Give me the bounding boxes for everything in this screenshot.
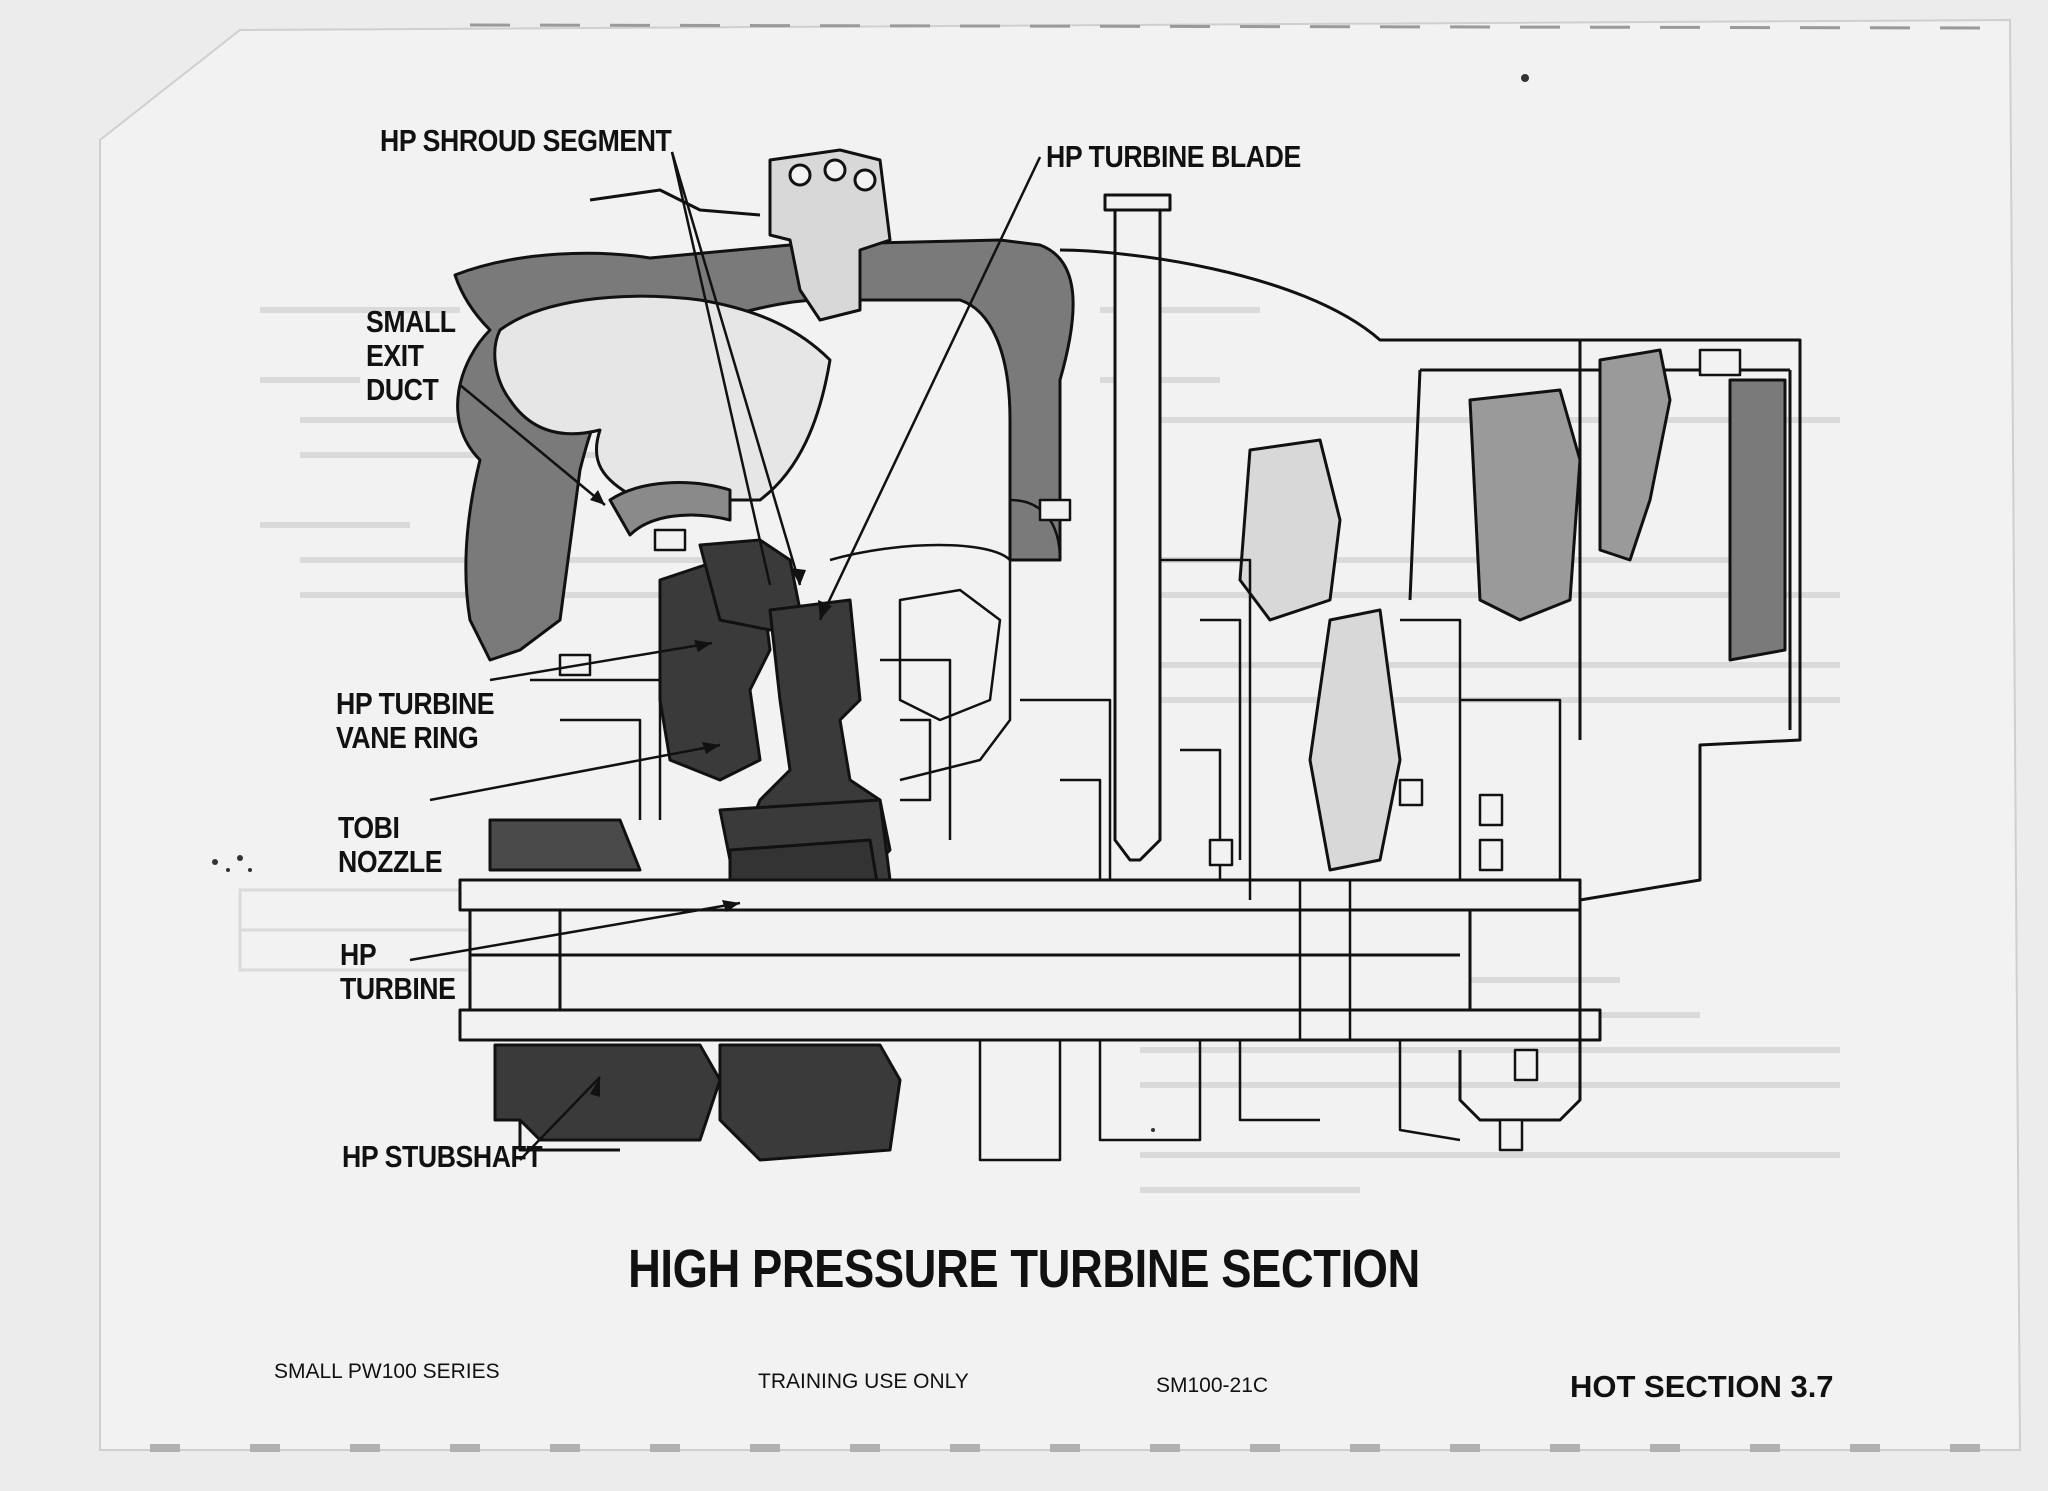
lp-disk — [1308, 608, 1402, 872]
leader-hp-shroud-segment-2 — [670, 151, 802, 586]
front-lower-flange — [488, 818, 642, 872]
footer-series: SMALL PW100 SERIES — [274, 1360, 500, 1383]
label-hp-turbine: HP TURBINE — [340, 937, 456, 1006]
leader-vane-ring — [489, 641, 713, 682]
small-exit-duct — [608, 481, 732, 537]
leader-lines — [409, 151, 1042, 1161]
lp-vane — [1468, 388, 1582, 622]
leader-hp-stubshaft — [519, 1076, 601, 1161]
footer-section: HOT SECTION 3.7 — [1570, 1369, 1834, 1404]
lower-bearing-housing — [718, 1043, 902, 1162]
leader-tobi-nozzle — [429, 743, 721, 802]
label-hp-stubshaft: HP STUBSHAFT — [342, 1139, 543, 1174]
lp-small-vane — [1238, 438, 1342, 622]
lp-turbine-case — [1059, 248, 1802, 1122]
label-hp-turbine-blade: HP TURBINE BLADE — [1046, 139, 1301, 174]
leader-hp-shroud-segment — [670, 151, 772, 586]
top-fitting — [768, 148, 892, 322]
lp-exit-strut — [1728, 378, 1787, 662]
footer-doc-code: SM100-21C — [1156, 1374, 1269, 1397]
exit-duct-interior — [493, 294, 832, 502]
leader-small-exit-duct — [459, 384, 606, 506]
label-small-exit-duct: SMALL EXIT DUCT — [366, 304, 456, 407]
footer-notice: TRAINING USE ONLY — [758, 1370, 969, 1393]
main-shaft-lower — [468, 908, 1472, 1012]
leader-hp-turbine — [409, 901, 741, 962]
main-shaft — [458, 878, 1582, 912]
lp-blade — [1598, 348, 1672, 562]
hp-stubshaft — [493, 1043, 722, 1142]
leader-hp-turbine-blade — [818, 156, 1042, 621]
bolts — [558, 348, 1742, 1152]
turbine-cross-section — [453, 148, 1802, 1162]
label-tobi-nozzle: TOBI NOZZLE — [338, 810, 443, 879]
label-hp-turbine-vane-ring: HP TURBINE VANE RING — [336, 686, 495, 755]
top-edge-dashes — [469, 23, 1991, 30]
vertical-strut — [1113, 198, 1162, 862]
diagram-title: HIGH PRESSURE TURBINE SECTION — [628, 1239, 1420, 1299]
scan-specks — [212, 74, 1529, 1132]
label-hp-shroud-segment: HP SHROUD SEGMENT — [380, 123, 672, 158]
